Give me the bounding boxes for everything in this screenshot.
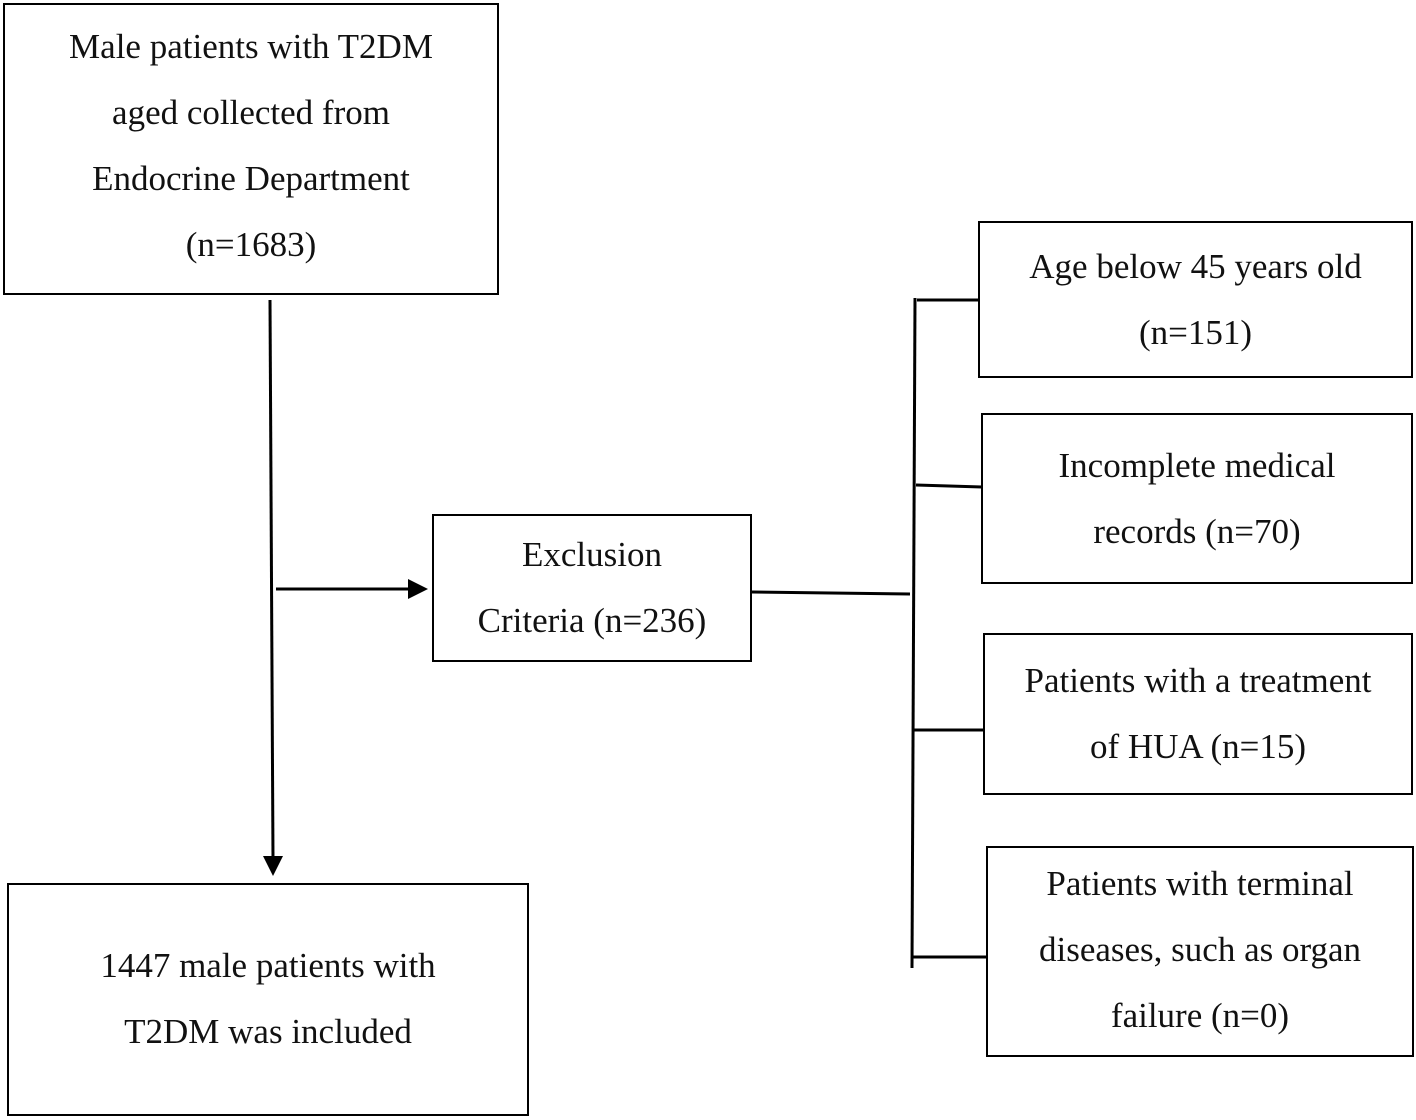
start-population-box: Male patients with T2DM aged collected f…: [3, 3, 499, 295]
included-patients-box: 1447 male patients with T2DM was include…: [7, 883, 529, 1116]
criterion-terminal-text: Patients with terminal diseases, such as…: [1038, 863, 1362, 1035]
criterion-age-box: Age below 45 years old (n=151): [978, 221, 1413, 378]
criterion-records-box: Incomplete medical records (n=70): [981, 413, 1413, 584]
criterion-treatment-box: Patients with a treatment of HUA (n=15): [983, 633, 1413, 795]
main-down-arrowhead: [263, 856, 283, 876]
branch-line-2: [915, 483, 983, 489]
criteria-bracket: [910, 297, 917, 969]
exclusion-criteria-box: Exclusion Criteria (n=236): [432, 514, 752, 662]
exclusion-to-bracket-line: [751, 590, 911, 596]
exclusion-criteria-text: Exclusion Criteria (n=236): [477, 535, 707, 640]
main-down-arrow: [268, 299, 275, 861]
criterion-records-text: Incomplete medical records (n=70): [1058, 445, 1336, 551]
start-population-text: Male patients with T2DM aged collected f…: [69, 27, 433, 264]
criterion-age-text: Age below 45 years old (n=151): [1029, 246, 1362, 352]
exclusion-arrowhead: [408, 579, 428, 599]
criterion-terminal-box: Patients with terminal diseases, such as…: [986, 846, 1414, 1057]
criterion-treatment-text: Patients with a treatment of HUA (n=15): [1024, 661, 1372, 766]
included-patients-text: 1447 male patients with T2DM was include…: [100, 945, 436, 1051]
